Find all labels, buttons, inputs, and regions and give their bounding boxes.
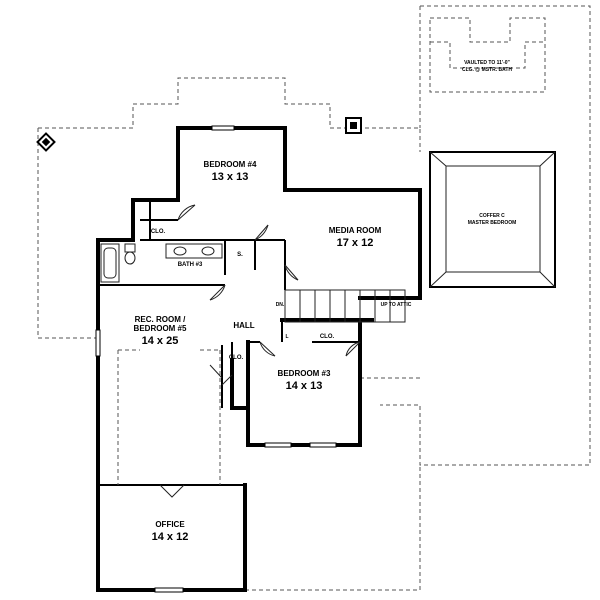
storage-label: S. (237, 252, 243, 258)
office-size: 14 x 12 (152, 531, 189, 543)
coffer-ceiling (429, 151, 556, 288)
stairs-down-label: DN. (276, 302, 285, 308)
staircase (284, 289, 406, 323)
vaulted-note-line1: VAULTED TO 11'-0" (464, 60, 510, 66)
roof-vent-left (36, 132, 56, 152)
hall-closet-label: CLO. (229, 355, 244, 361)
rec-room-label-2: BEDROOM #5 (134, 324, 187, 333)
ceiling-lines (117, 349, 221, 485)
bedroom4-closet-label: CLO. (151, 229, 166, 235)
bath3-label: BATH #3 (178, 262, 203, 268)
coffer-note-line2: MASTER BEDROOM (468, 220, 517, 226)
rec-room-label: REC. ROOM / (135, 315, 186, 324)
roof-outline (37, 5, 591, 591)
bedroom4-label: BEDROOM #4 (204, 160, 257, 169)
exterior-walls (96, 126, 422, 592)
bedroom3-size: 14 x 13 (286, 380, 323, 392)
chimney-symbol (345, 117, 362, 134)
bath-fixtures (100, 243, 223, 283)
bedroom4-size: 13 x 13 (212, 171, 249, 183)
rec-room-size: 14 x 25 (142, 335, 179, 347)
coffer-note-line1: COFFER C (479, 213, 505, 219)
bedroom3-closet-label: CLO. (320, 334, 335, 340)
vaulted-note-line2: CLG. @ MSTR. BATH (462, 67, 512, 73)
doors (159, 204, 361, 498)
attic-label: UP TO ATTIC (381, 302, 412, 308)
windows (95, 125, 337, 593)
office-label: OFFICE (155, 520, 185, 529)
interior-walls (98, 200, 360, 486)
linen-label: L (285, 334, 288, 340)
bedroom3-label: BEDROOM #3 (278, 369, 331, 378)
hall-label: HALL (233, 321, 254, 330)
media-room-size: 17 x 12 (337, 237, 374, 249)
media-room-label: MEDIA ROOM (329, 226, 382, 235)
